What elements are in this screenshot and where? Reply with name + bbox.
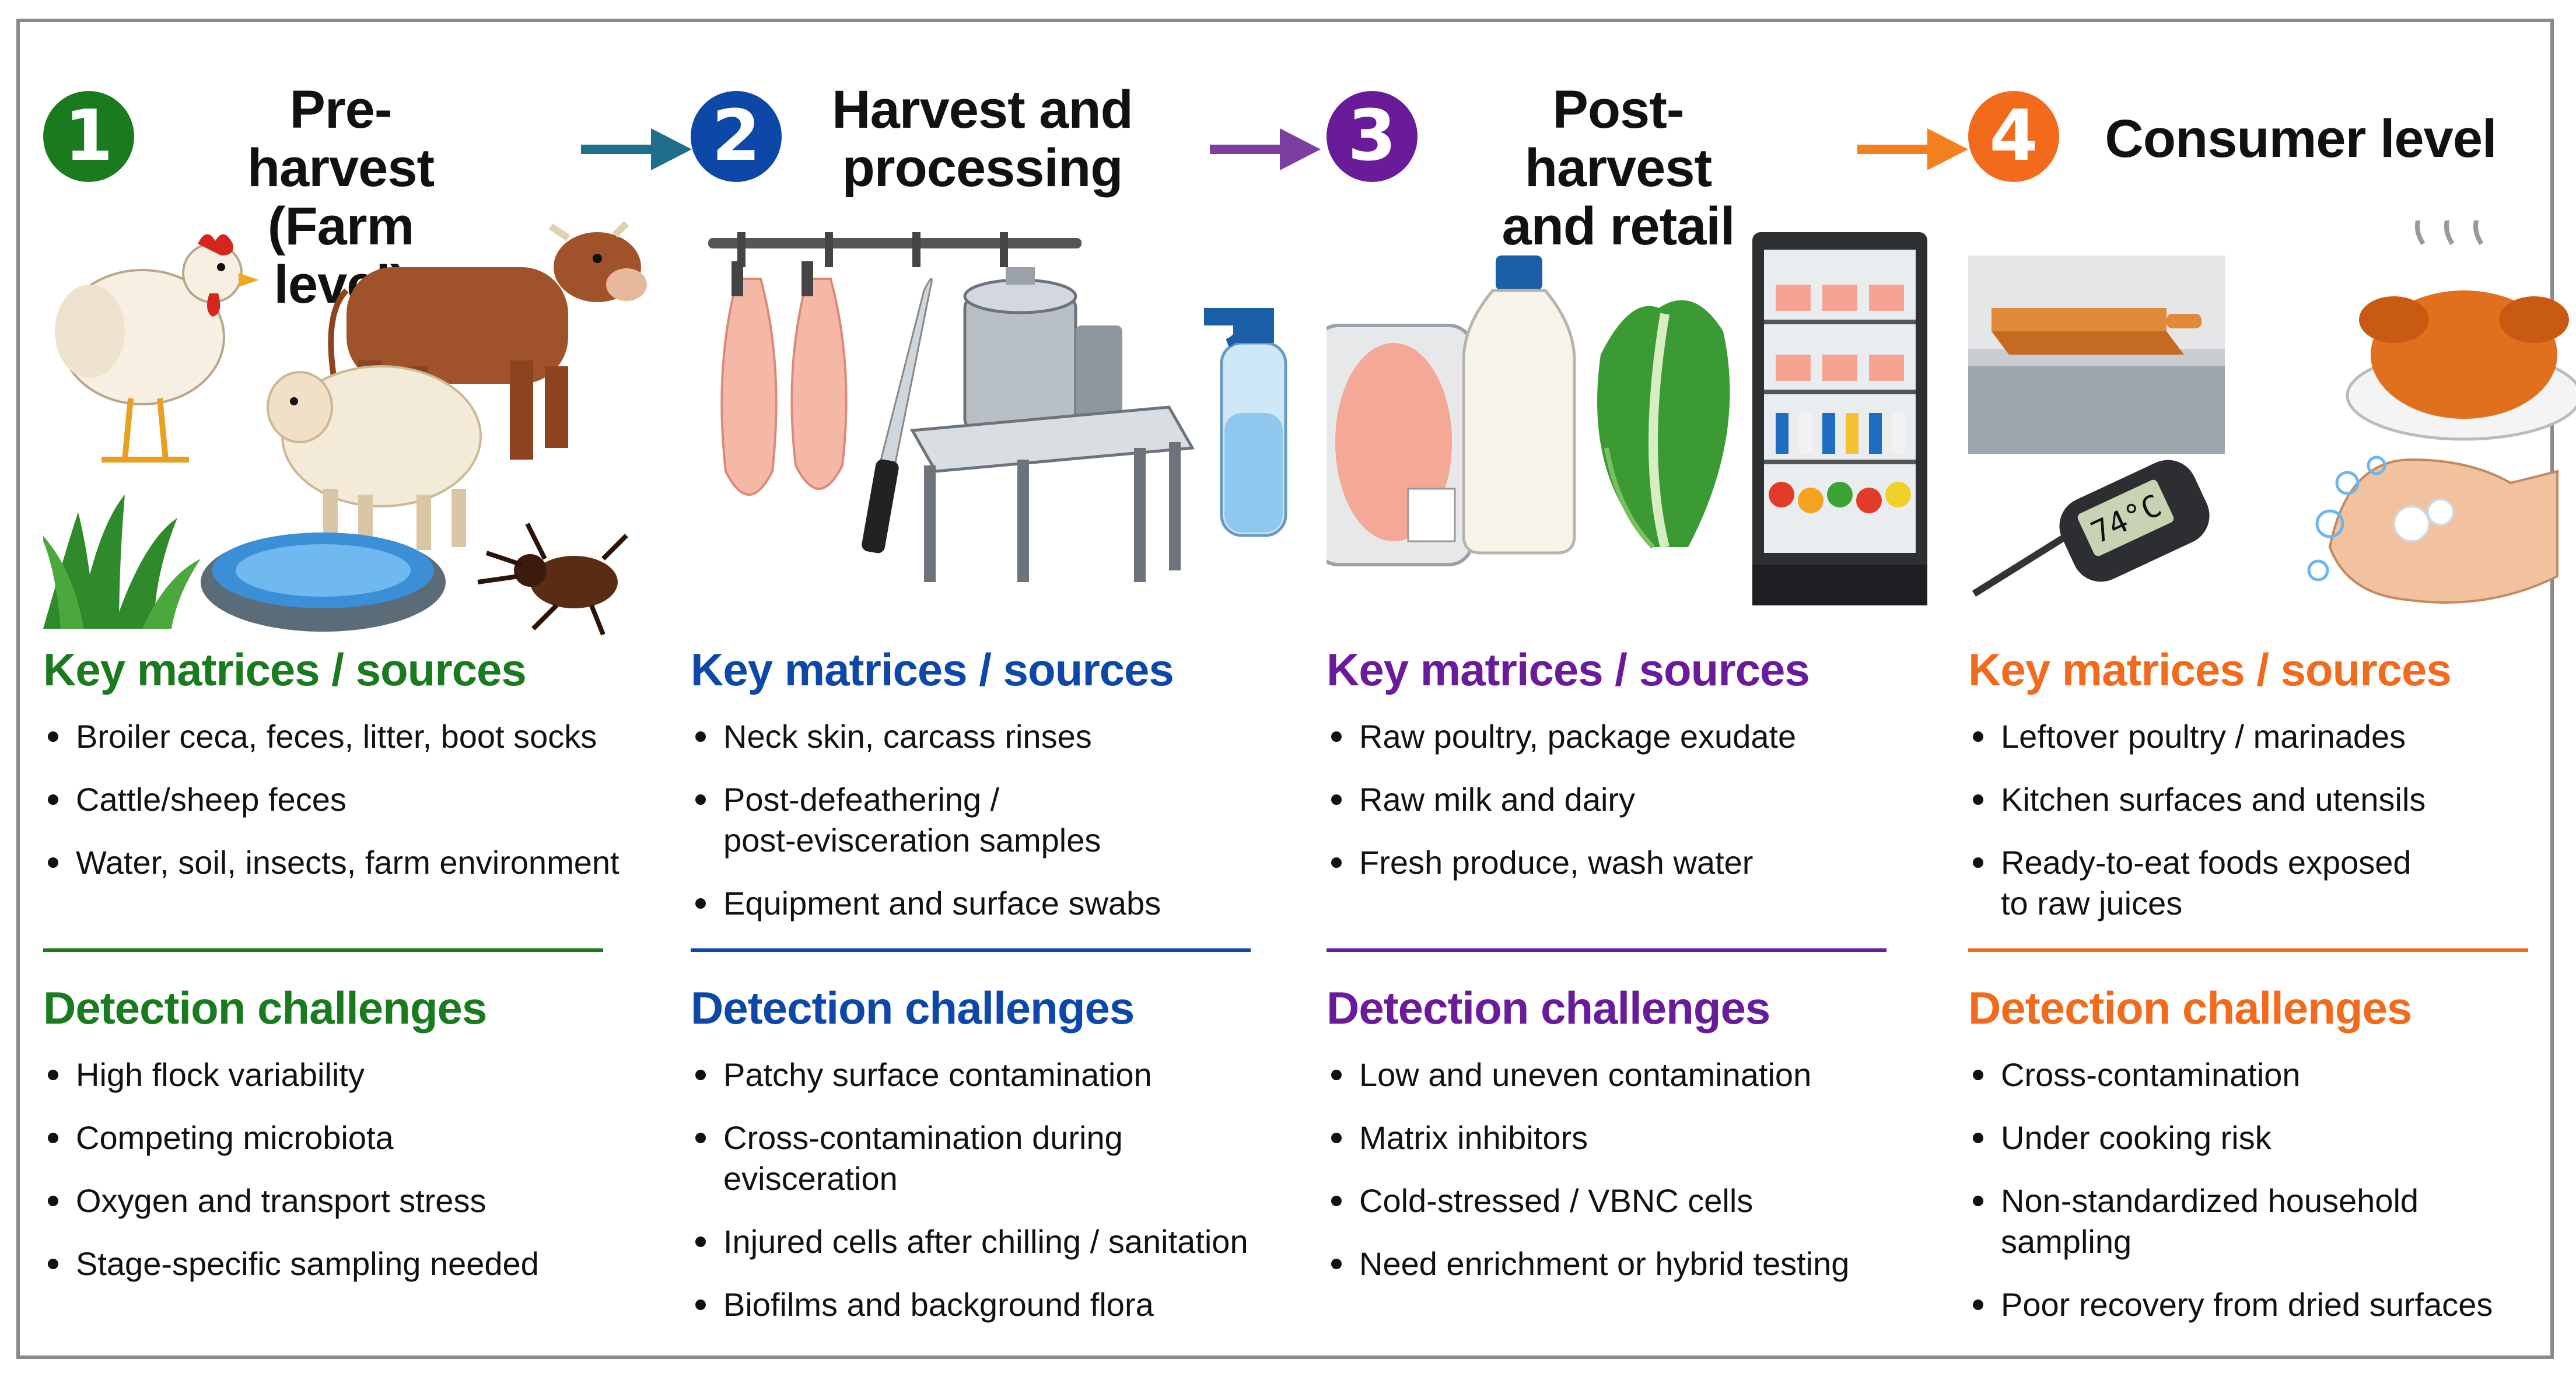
sources-list: Leftover poultry / marinades Kitchen sur… bbox=[1968, 716, 2576, 946]
list-item: Fresh produce, wash water bbox=[1326, 842, 1939, 883]
list-item: Cattle/sheep feces bbox=[43, 779, 656, 820]
list-item: Water, soil, insects, farm environment bbox=[43, 842, 656, 883]
stage-title-line1: Consumer level bbox=[2105, 109, 2497, 169]
stage-title-line1: Post-harvest bbox=[1524, 80, 1712, 198]
challenges-heading: Detection challenges bbox=[691, 982, 1135, 1034]
arrow-shape bbox=[1857, 128, 1968, 170]
retail-illustration bbox=[1326, 232, 1927, 605]
list-item: Broiler ceca, feces, litter, boot socks bbox=[43, 716, 656, 757]
poultry-carcass-icon bbox=[720, 261, 848, 496]
list-item: Need enrichment or hybrid testing bbox=[1326, 1244, 1939, 1284]
stage-number-badge: 4 bbox=[1968, 91, 2059, 182]
stage-1-pre-harvest: 1 Pre-harvest (Farm level) bbox=[43, 22, 685, 1364]
list-item: Oxygen and transport stress bbox=[43, 1181, 656, 1221]
thermometer-icon: 74°C bbox=[1972, 460, 2210, 597]
stage-title: Pre-harvest (Farm level) bbox=[218, 80, 463, 314]
challenges-list: Low and uneven contamination Matrix inhi… bbox=[1326, 1055, 1939, 1307]
flow-arrow-3-to-4 bbox=[1857, 128, 1968, 170]
list-item: Competing microbiota bbox=[43, 1118, 656, 1158]
challenges-list: High flock variability Competing microbi… bbox=[43, 1055, 656, 1307]
stage-3-post-harvest-retail: 3 Post-harvest and retail bbox=[1326, 22, 1968, 1364]
consumer-illustration: 74°C bbox=[1968, 220, 2576, 604]
challenges-heading: Detection challenges bbox=[43, 982, 487, 1034]
stage-title-line1: Pre-harvest bbox=[247, 80, 435, 198]
farm-illustration bbox=[43, 220, 647, 636]
stage-number-badge: 2 bbox=[691, 91, 782, 182]
list-item: Leftover poultry / marinades bbox=[1968, 716, 2576, 757]
list-item: Equipment and surface swabs bbox=[691, 883, 1303, 924]
stage-4-consumer-level: 4 Consumer level bbox=[1968, 22, 2576, 1364]
section-divider bbox=[43, 948, 603, 952]
list-item: Raw poultry, package exudate bbox=[1326, 716, 1939, 757]
hand-washing-icon bbox=[2307, 456, 2558, 604]
stage-number-badge: 3 bbox=[1326, 91, 1418, 182]
cutting-board-icon bbox=[1968, 255, 2225, 454]
packaged-poultry-icon bbox=[1326, 324, 1474, 566]
grass-icon bbox=[43, 495, 201, 629]
shackle-rail-icon bbox=[708, 232, 1082, 267]
stage-title-line2: and retail bbox=[1502, 197, 1735, 256]
list-item: Injured cells after chilling / sanitatio… bbox=[691, 1221, 1303, 1262]
list-item: Kitchen surfaces and utensils bbox=[1968, 779, 2576, 820]
list-item: Stage-specific sampling needed bbox=[43, 1244, 656, 1284]
challenges-list: Cross-contamination Under cooking risk N… bbox=[1968, 1055, 2576, 1347]
list-item: Cross-contamination bbox=[1968, 1055, 2576, 1095]
section-divider bbox=[691, 948, 1251, 952]
sheep-icon bbox=[267, 365, 482, 550]
list-item: Raw milk and dairy bbox=[1326, 779, 1939, 820]
flow-arrow-1-to-2 bbox=[581, 128, 692, 170]
challenges-heading: Detection challenges bbox=[1968, 982, 2412, 1034]
challenges-heading: Detection challenges bbox=[1326, 982, 1770, 1034]
display-fridge-icon bbox=[1752, 232, 1927, 605]
water-trough-icon bbox=[201, 533, 446, 632]
processing-illustration bbox=[708, 232, 1287, 582]
stage-title: Consumer level bbox=[2096, 110, 2505, 168]
stage-title: Post-harvest and retail bbox=[1466, 80, 1770, 255]
section-divider bbox=[1968, 948, 2528, 952]
sources-list: Raw poultry, package exudate Raw milk an… bbox=[1326, 716, 1939, 905]
chicken-icon bbox=[55, 234, 259, 463]
list-item: Neck skin, carcass rinses bbox=[691, 716, 1303, 757]
list-item: Poor recovery from dried surfaces bbox=[1968, 1284, 2576, 1325]
stage-number-badge: 1 bbox=[43, 91, 134, 182]
list-item: Matrix inhibitors bbox=[1326, 1118, 1939, 1158]
list-item: Under cooking risk bbox=[1968, 1118, 2576, 1158]
stage-title-line1: Harvest and bbox=[832, 80, 1133, 139]
stage-title: Harvest and processing bbox=[831, 80, 1134, 197]
arrow-shape bbox=[581, 128, 692, 170]
knife-icon bbox=[862, 278, 933, 554]
list-item: Post-defeathering /post-evisceration sam… bbox=[691, 779, 1303, 861]
sources-list: Broiler ceca, feces, litter, boot socks … bbox=[43, 716, 656, 905]
sources-heading: Key matrices / sources bbox=[43, 644, 527, 695]
sources-heading: Key matrices / sources bbox=[1968, 644, 2452, 695]
list-item: Cold-stressed / VBNC cells bbox=[1326, 1181, 1939, 1221]
diagram-frame: 1 Pre-harvest (Farm level) bbox=[16, 19, 2576, 1359]
sources-heading: Key matrices / sources bbox=[1326, 644, 1810, 695]
arrow-shape bbox=[1210, 128, 1321, 170]
challenges-list: Patchy surface contamination Cross-conta… bbox=[691, 1055, 1303, 1347]
milk-bottle-icon bbox=[1462, 255, 1576, 555]
section-divider bbox=[1326, 948, 1887, 952]
list-item: Biofilms and background flora bbox=[691, 1284, 1303, 1325]
beetle-icon bbox=[477, 523, 628, 636]
sources-list: Neck skin, carcass rinses Post-defeather… bbox=[691, 716, 1303, 946]
sources-heading: Key matrices / sources bbox=[691, 644, 1174, 695]
list-item: Patchy surface contamination bbox=[691, 1055, 1303, 1095]
list-item: Low and uneven contamination bbox=[1326, 1055, 1939, 1095]
lettuce-icon bbox=[1597, 300, 1730, 549]
spray-bottle-icon bbox=[1204, 308, 1287, 537]
stage-2-harvest-processing: 2 Harvest and processing bbox=[691, 22, 1332, 1364]
list-item: High flock variability bbox=[43, 1055, 656, 1095]
flow-arrow-2-to-3 bbox=[1210, 128, 1321, 170]
processing-machine-icon bbox=[909, 267, 1195, 582]
stage-title-line2: processing bbox=[842, 138, 1124, 198]
roast-chicken-icon bbox=[2346, 220, 2576, 441]
